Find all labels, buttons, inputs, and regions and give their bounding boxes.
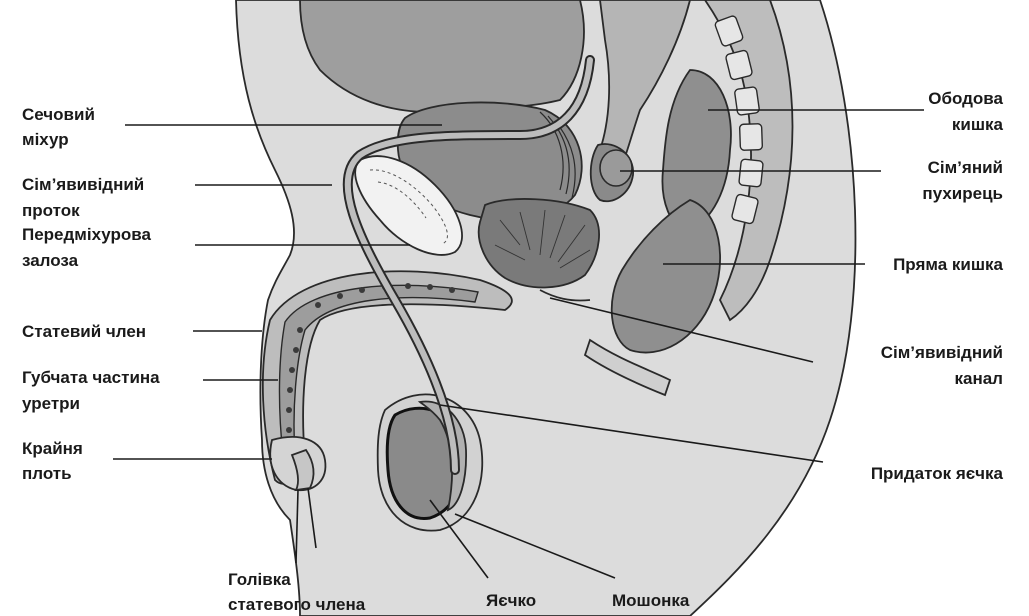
label-penis: Статевий член [22, 322, 146, 341]
label-glans-line2: статевого члена [228, 595, 366, 614]
label-spongy-urethra-line1: Губчата частина [22, 368, 160, 387]
label-vas-deferens-line1: Сім’явивідний [22, 175, 144, 194]
label-testis: Яєчко [486, 591, 536, 610]
label-colon-line2: кишка [952, 115, 1004, 134]
label-ejaculatory-duct: Сім’явивідний канал [881, 343, 1003, 388]
label-colon-line1: Ободова [928, 89, 1003, 108]
label-rectum: Пряма кишка [893, 255, 1003, 274]
label-seminal-vesicle-line1: Сім’яний [928, 158, 1003, 177]
label-prostate-line2: залоза [22, 251, 79, 270]
label-ejaculatory-duct-line2: канал [955, 369, 1004, 388]
seminal-vesicle-knob [600, 150, 632, 186]
label-spongy-urethra: Губчата частина уретри [22, 368, 160, 413]
label-bladder: Сечовий міхур [22, 105, 95, 149]
label-seminal-vesicle-line2: пухирець [922, 184, 1003, 203]
label-foreskin-line1: Крайня [22, 439, 83, 458]
label-spongy-urethra-line2: уретри [22, 394, 80, 413]
label-glans-line1: Голівка [228, 570, 291, 589]
label-seminal-vesicle: Сім’яний пухирець [922, 158, 1003, 203]
label-colon: Ободова кишка [928, 89, 1003, 134]
label-scrotum: Мошонка [612, 591, 690, 610]
label-prostate-line1: Передміхурова [22, 225, 151, 244]
label-ejaculatory-duct-line1: Сім’явивідний [881, 343, 1003, 362]
label-epididymis: Придаток яєчка [871, 464, 1004, 483]
label-vas-deferens: Сім’явивідний проток [22, 175, 144, 220]
label-vas-deferens-line2: проток [22, 201, 80, 220]
label-prostate: Передміхурова залоза [22, 225, 151, 270]
label-foreskin: Крайня плоть [22, 439, 83, 483]
label-bladder-line2: міхур [22, 130, 69, 149]
label-foreskin-line2: плоть [22, 464, 72, 483]
label-bladder-line1: Сечовий [22, 105, 95, 124]
